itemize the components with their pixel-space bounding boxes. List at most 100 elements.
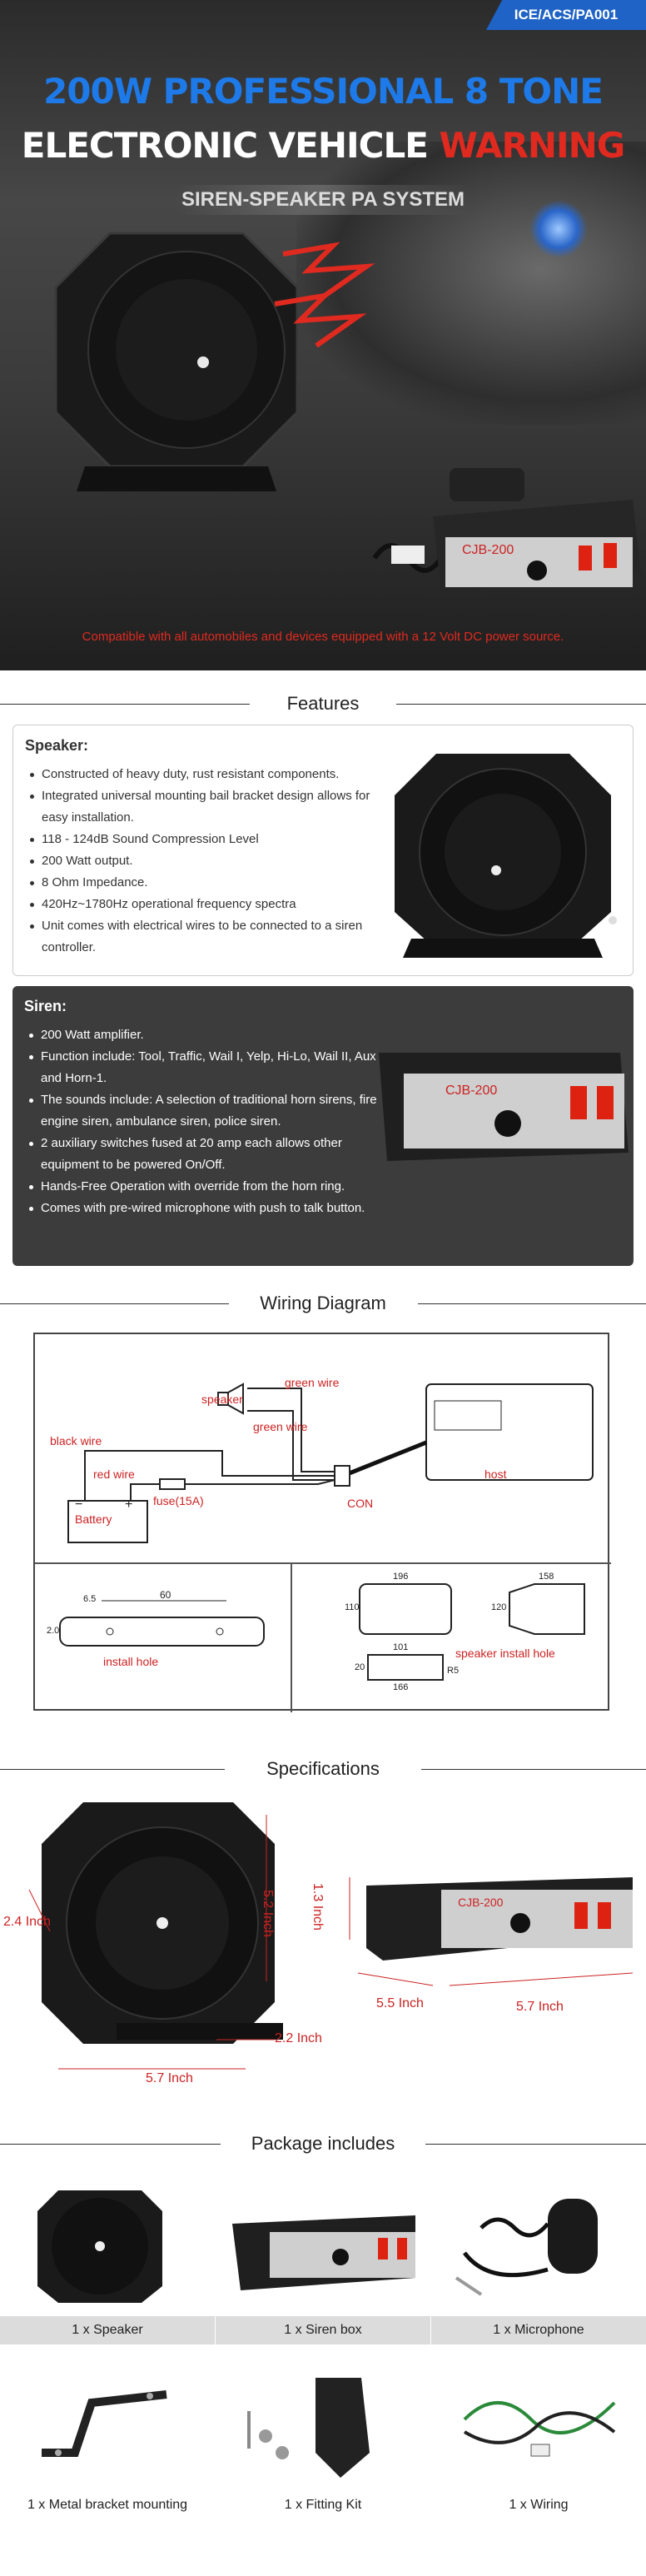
black-wire-label: black wire	[50, 1434, 102, 1447]
feature-item: 8 Ohm Impedance.	[25, 872, 391, 894]
microphone-icon	[455, 2199, 598, 2296]
hero-title-red: WARNING	[439, 125, 626, 166]
speaker-height-label: 5.2 Inch	[261, 1890, 275, 1937]
dim-radius: R5	[447, 1666, 460, 1676]
feature-item: 420Hz~1780Hz operational frequency spect…	[25, 894, 391, 915]
dim-w-front: 196	[393, 1572, 409, 1582]
speaker-product-image	[395, 754, 617, 958]
host-label: host	[484, 1467, 507, 1481]
feature-item: Constructed of heavy duty, rust resistan…	[25, 764, 391, 785]
install-hole-label: install hole	[103, 1655, 159, 1668]
speaker-feature-list: Constructed of heavy duty, rust resistan…	[25, 764, 391, 959]
dim-w-bottom-2: 166	[393, 1682, 409, 1692]
spec-header: Specifications	[0, 1748, 646, 1790]
box-height-label: 1.3 Inch	[311, 1883, 325, 1931]
box-width-label: 5.7 Inch	[516, 2000, 564, 2014]
package-caption: 1 x Fitting Kit	[216, 2491, 430, 2519]
green-wire-top-label: green wire	[285, 1376, 340, 1389]
wiring-heading: Wiring Diagram	[245, 1293, 401, 1313]
siren-feature-card: Siren: 200 Watt amplifier.Function inclu…	[12, 986, 634, 1266]
dim-h-side: 120	[491, 1602, 507, 1612]
feature-item: Function include: Tool, Traffic, Wail I,…	[24, 1046, 390, 1089]
dim-d1: 6.5	[83, 1594, 97, 1604]
specifications-section: 2.4 Inch 5.2 Inch 2.2 Inch 5.7 Inch CJB-…	[0, 1790, 646, 2090]
wiring-icon	[463, 2401, 616, 2457]
feature-item: Comes with pre-wired microphone with pus…	[24, 1198, 390, 1219]
compatibility-note: Compatible with all automobiles and devi…	[82, 630, 564, 644]
package-caption: 1 x Metal bracket mounting	[0, 2491, 215, 2519]
speaker-card-title: Speaker:	[25, 737, 89, 754]
package-caption: 1 x Speaker	[0, 2316, 215, 2344]
fuse-label: fuse(15A)	[153, 1494, 204, 1507]
feature-item: Integrated universal mounting bail brack…	[25, 785, 391, 829]
package-caption: 1 x Siren box	[216, 2316, 430, 2344]
dim-length: 60	[160, 1589, 171, 1601]
spec-speaker-drawing	[28, 1802, 283, 2070]
dim-w-side: 158	[539, 1572, 554, 1582]
feature-item: Unit comes with electrical wires to be c…	[25, 915, 391, 959]
wiring-diagram-drawing	[35, 1383, 611, 1712]
package-item-speaker: 1 x Speaker	[0, 2178, 215, 2344]
package-row-1: 1 x Speaker 1 x Siren box 1 x Microphone	[0, 2178, 646, 2344]
battery-label: Battery	[75, 1512, 112, 1526]
features-header: Features	[0, 683, 646, 725]
box-depth-label: 5.5 Inch	[376, 1996, 424, 2010]
feature-item: 2 auxiliary switches fused at 20 amp eac…	[24, 1133, 390, 1176]
feature-item: 200 Watt output.	[25, 850, 391, 872]
siren-box-image: CJB-200	[372, 468, 641, 591]
hero-title-line2: ELECTRONIC VEHICLE WARNING	[0, 125, 646, 166]
dim-d2: 2.0	[47, 1626, 60, 1636]
speaker-width-label: 5.7 Inch	[146, 2071, 193, 2085]
features-heading: Features	[271, 693, 375, 714]
package-item-wiring: 1 x Wiring	[431, 2353, 646, 2519]
wiring-diagram: speaker green wire green wire black wire…	[33, 1333, 611, 1712]
package-heading: Package includes	[236, 2133, 410, 2154]
svg-text:CJB-200: CJB-200	[462, 543, 514, 557]
police-car-image	[296, 142, 646, 425]
siren-box-product-image: CJB-200	[379, 1053, 629, 1161]
siren-feature-list: 200 Watt amplifier.Function include: Too…	[24, 1024, 390, 1219]
hero-subtitle: SIREN-SPEAKER PA SYSTEM	[175, 185, 471, 215]
feature-item: The sounds include: A selection of tradi…	[24, 1089, 390, 1133]
speaker-base-label: 2.2 Inch	[275, 2031, 322, 2045]
spec-heading: Specifications	[251, 1758, 395, 1779]
speaker-label: speaker	[201, 1393, 243, 1406]
wiring-header: Wiring Diagram	[0, 1283, 646, 1324]
hero-title-line1: 200W PROFESSIONAL 8 TONE	[43, 71, 604, 112]
siren-box-icon	[232, 2215, 415, 2290]
svg-text:CJB-200: CJB-200	[445, 1084, 497, 1098]
package-item-siren-box: 1 x Siren box	[216, 2178, 430, 2344]
speaker-icon	[37, 2190, 162, 2303]
package-header: Package includes	[0, 2123, 646, 2165]
dim-h-bottom: 20	[355, 1662, 365, 1672]
feature-item: Hands-Free Operation with override from …	[24, 1176, 390, 1198]
metal-bracket-icon	[42, 2390, 167, 2457]
speaker-depth-label: 2.4 Inch	[3, 1915, 51, 1929]
package-item-fitting-kit: 1 x Fitting Kit	[216, 2353, 430, 2519]
fitting-kit-icon	[247, 2378, 370, 2478]
battery-plus: +	[125, 1497, 133, 1512]
feature-item: 200 Watt amplifier.	[24, 1024, 390, 1046]
package-item-bracket: 1 x Metal bracket mounting	[0, 2353, 215, 2519]
product-code-tag: ICE/ACS/PA001	[486, 0, 646, 30]
dim-h-front: 110	[345, 1602, 360, 1612]
siren-card-title: Siren:	[24, 998, 67, 1014]
spec-siren-box-drawing: CJB-200	[349, 1877, 634, 1986]
con-label: CON	[347, 1497, 374, 1510]
speaker-image	[54, 232, 299, 491]
package-row-2: 1 x Metal bracket mounting 1 x Fitting K…	[0, 2353, 646, 2519]
red-wire-label: red wire	[93, 1467, 135, 1481]
speaker-install-hole-label: speaker install hole	[455, 1647, 555, 1660]
svg-text:CJB-200: CJB-200	[458, 1896, 504, 1909]
police-light-icon	[529, 200, 588, 258]
package-item-microphone: 1 x Microphone	[431, 2178, 646, 2344]
package-caption: 1 x Wiring	[431, 2491, 646, 2519]
hero-banner: ICE/ACS/PA001 200W PROFESSIONAL 8 TONE E…	[0, 0, 646, 670]
feature-item: 118 - 124dB Sound Compression Level	[25, 829, 391, 850]
green-wire-mid-label: green wire	[253, 1420, 308, 1433]
page-footer-space	[0, 2519, 646, 2544]
sound-wave-icon	[274, 242, 375, 348]
hero-title-white: ELECTRONIC VEHICLE	[21, 125, 429, 166]
dim-w-bottom-1: 101	[393, 1642, 409, 1652]
